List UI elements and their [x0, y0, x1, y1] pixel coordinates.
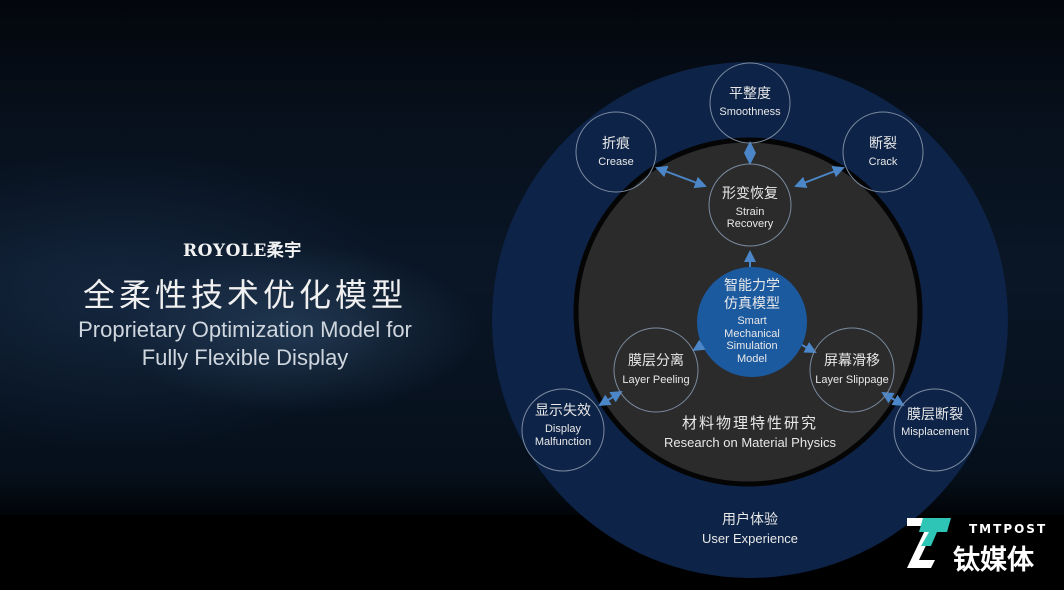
title-chinese: 全柔性技术优化模型 — [82, 276, 407, 314]
arrow-strain-crack — [794, 165, 845, 189]
center-circle — [697, 267, 807, 377]
crease-en: Crease — [598, 156, 633, 168]
title-english-line2: Fully Flexible Display — [141, 345, 349, 370]
node-strain-recovery — [708, 163, 792, 247]
tmtpost-watermark: TMTPOST 钛媒体 — [905, 512, 1055, 576]
arrow-strain-crease — [655, 165, 707, 189]
center-cn1: 智能力学 — [724, 278, 780, 294]
arrow-peeling-display — [598, 390, 623, 407]
node-crease — [575, 111, 657, 193]
misplacement-en: Misplacement — [901, 426, 969, 438]
node-misplacement — [893, 388, 977, 472]
inner-label-cn: 材料物理特性研究 — [682, 414, 818, 432]
inner-label-en: Research on Material Physics — [664, 435, 836, 450]
center-en2: Mechanical — [724, 328, 780, 340]
center-en4: Model — [737, 353, 767, 365]
watermark-en: TMTPOST — [969, 522, 1048, 536]
node-display-malfunction — [521, 388, 605, 472]
display-cn: 显示失效 — [535, 403, 591, 419]
arrow-center-slippage — [801, 341, 817, 353]
crease-cn: 折痕 — [602, 136, 630, 152]
display-en2: Malfunction — [535, 436, 591, 448]
outer-label-cn: 用户体验 — [722, 511, 778, 528]
title-english: Proprietary Optimization Model for Fully… — [0, 316, 490, 372]
watermark-cn: 钛媒体 — [953, 545, 1034, 576]
node-outlines — [521, 62, 977, 472]
center-en3: Simulation — [726, 340, 777, 352]
misplacement-cn: 膜层断裂 — [907, 407, 963, 423]
crack-en: Crack — [869, 156, 898, 168]
display-en1: Display — [545, 423, 582, 435]
peeling-cn: 膜层分离 — [628, 352, 684, 369]
crack-cn: 断裂 — [869, 136, 897, 152]
tmtpost-logo-icon — [907, 518, 951, 568]
arrow-center-peeling — [692, 339, 706, 352]
center-en1: Smart — [737, 315, 766, 327]
node-smoothness — [709, 62, 791, 144]
strain-en1: Strain — [736, 206, 765, 218]
node-layer-peeling — [613, 327, 699, 413]
title-english-line1: Proprietary Optimization Model for — [78, 317, 412, 342]
royole-logo: ROYOLE柔宇 — [183, 241, 302, 261]
strain-en2: Recovery — [727, 218, 774, 230]
node-crack — [842, 111, 924, 193]
slippage-cn: 屏幕滑移 — [824, 352, 880, 369]
outer-label-en: User Experience — [702, 531, 798, 546]
peeling-en: Layer Peeling — [622, 374, 689, 386]
strain-cn: 形变恢复 — [722, 185, 778, 202]
smoothness-cn: 平整度 — [729, 86, 771, 102]
node-layer-slippage — [809, 327, 895, 413]
slippage-en: Layer Slippage — [815, 374, 888, 386]
smoothness-en: Smoothness — [719, 106, 781, 118]
center-cn2: 仿真模型 — [724, 296, 780, 312]
